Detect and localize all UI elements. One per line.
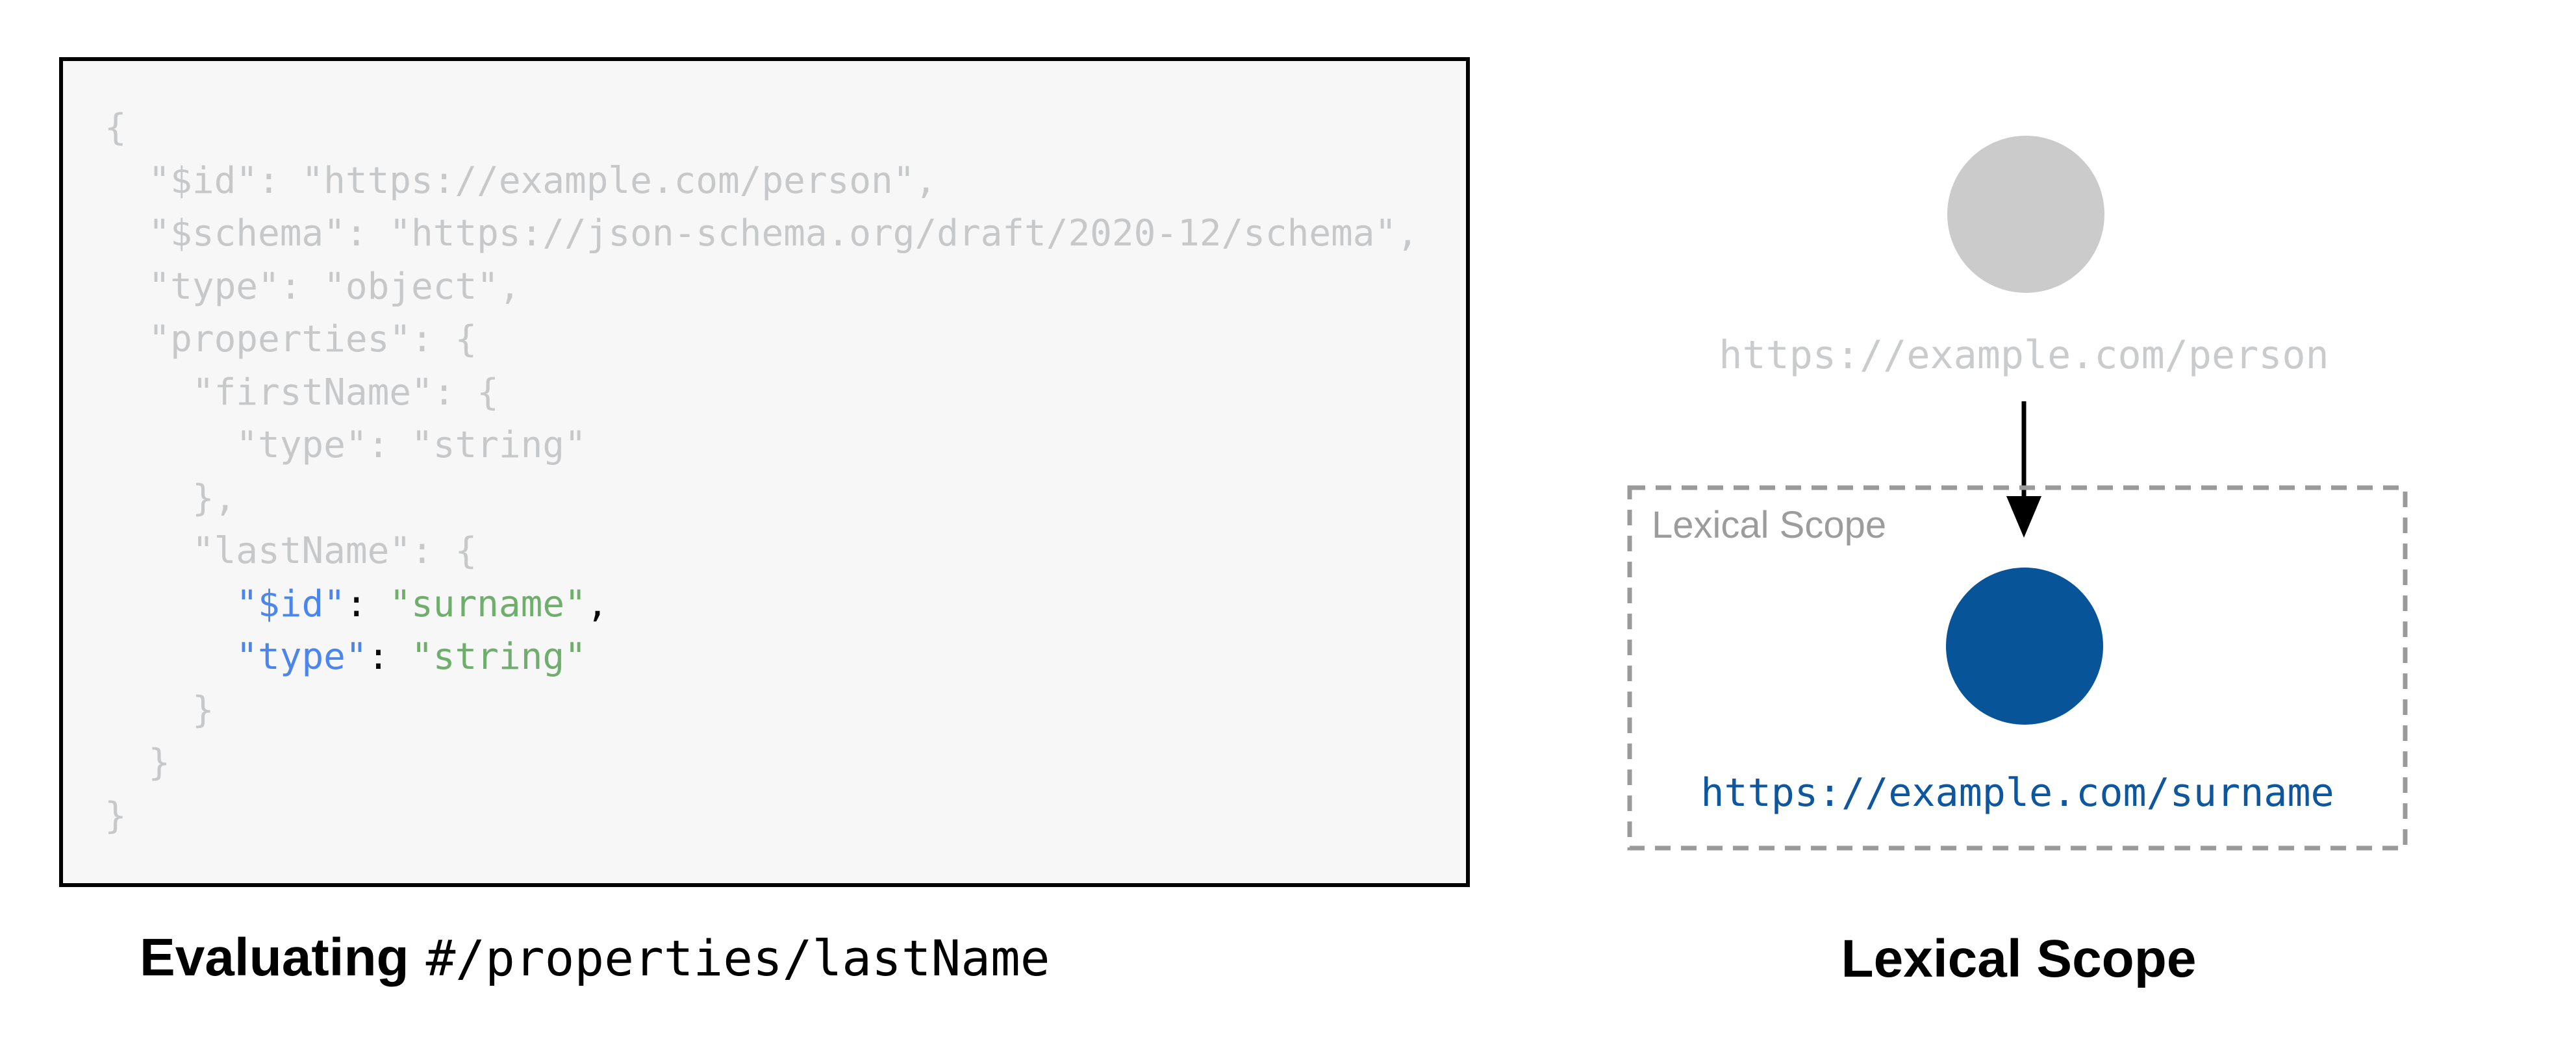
code-segment-muted: } [105,688,214,731]
code-segment-muted: "type": "string" [105,424,587,466]
code-segment-muted: "lastName": { [105,530,477,572]
person-schema-node [1947,136,2104,293]
code-segment-muted [105,636,236,678]
surname-schema-node [1946,568,2103,725]
json-schema-code-panel: { "$id": "https://example.com/person", "… [59,57,1470,887]
code-line: "firstName": { [105,366,1419,419]
lexical-scope-box-label: Lexical Scope [1652,504,1887,546]
code-segment-punct: , [586,582,609,625]
code-segment-muted: "$schema": "https://json-schema.org/draf… [105,212,1419,255]
person-uri-label: https://example.com/person [1719,332,2329,378]
code-line: } [105,684,1419,737]
left-caption-json-pointer: #/properties/lastName [425,929,1050,987]
code-segment-key: "$id" [236,582,346,625]
surname-uri-label: https://example.com/surname [1700,770,2334,816]
code-segment-punct: : [345,582,390,625]
code-segment-muted: "type": "object", [105,265,521,308]
lexical-scope-box: Lexical Scope [1627,485,2408,851]
code-line: "type": "object", [105,260,1419,314]
code-segment-value: "string" [411,636,587,678]
code-segment-punct: : [367,636,412,678]
code-line: { [105,101,1419,155]
code-segment-value: "surname" [389,582,587,625]
code-line: } [105,736,1419,790]
code-line: "type": "string" [105,631,1419,684]
code-segment-muted [105,583,236,625]
code-line: "$id": "https://example.com/person", [105,155,1419,208]
lexical-scope-dashed-border [1627,485,2408,851]
code-segment-key: "type" [236,636,368,678]
code-segment-muted: }, [105,477,236,520]
code-line: "type": "string" [105,419,1419,472]
right-caption: Lexical Scope [1841,929,2197,988]
arrow-down-icon [2006,401,2041,538]
code-segment-muted: { [105,106,127,149]
code-segment-muted: "$id": "https://example.com/person", [105,159,937,202]
json-schema-code: { "$id": "https://example.com/person", "… [105,101,1419,842]
left-caption-bold-text: Evaluating [140,928,409,987]
code-segment-muted: } [105,794,127,837]
code-segment-muted: "properties": { [105,318,477,360]
code-line: "lastName": { [105,525,1419,578]
code-line: "$schema": "https://json-schema.org/draf… [105,207,1419,260]
code-segment-muted: } [105,742,171,784]
code-line: "properties": { [105,313,1419,366]
code-line: "$id": "surname", [105,578,1419,631]
code-line: }, [105,472,1419,525]
code-segment-muted: "firstName": { [105,371,499,414]
left-caption: Evaluating #/properties/lastName [140,927,1050,988]
code-line: } [105,790,1419,843]
